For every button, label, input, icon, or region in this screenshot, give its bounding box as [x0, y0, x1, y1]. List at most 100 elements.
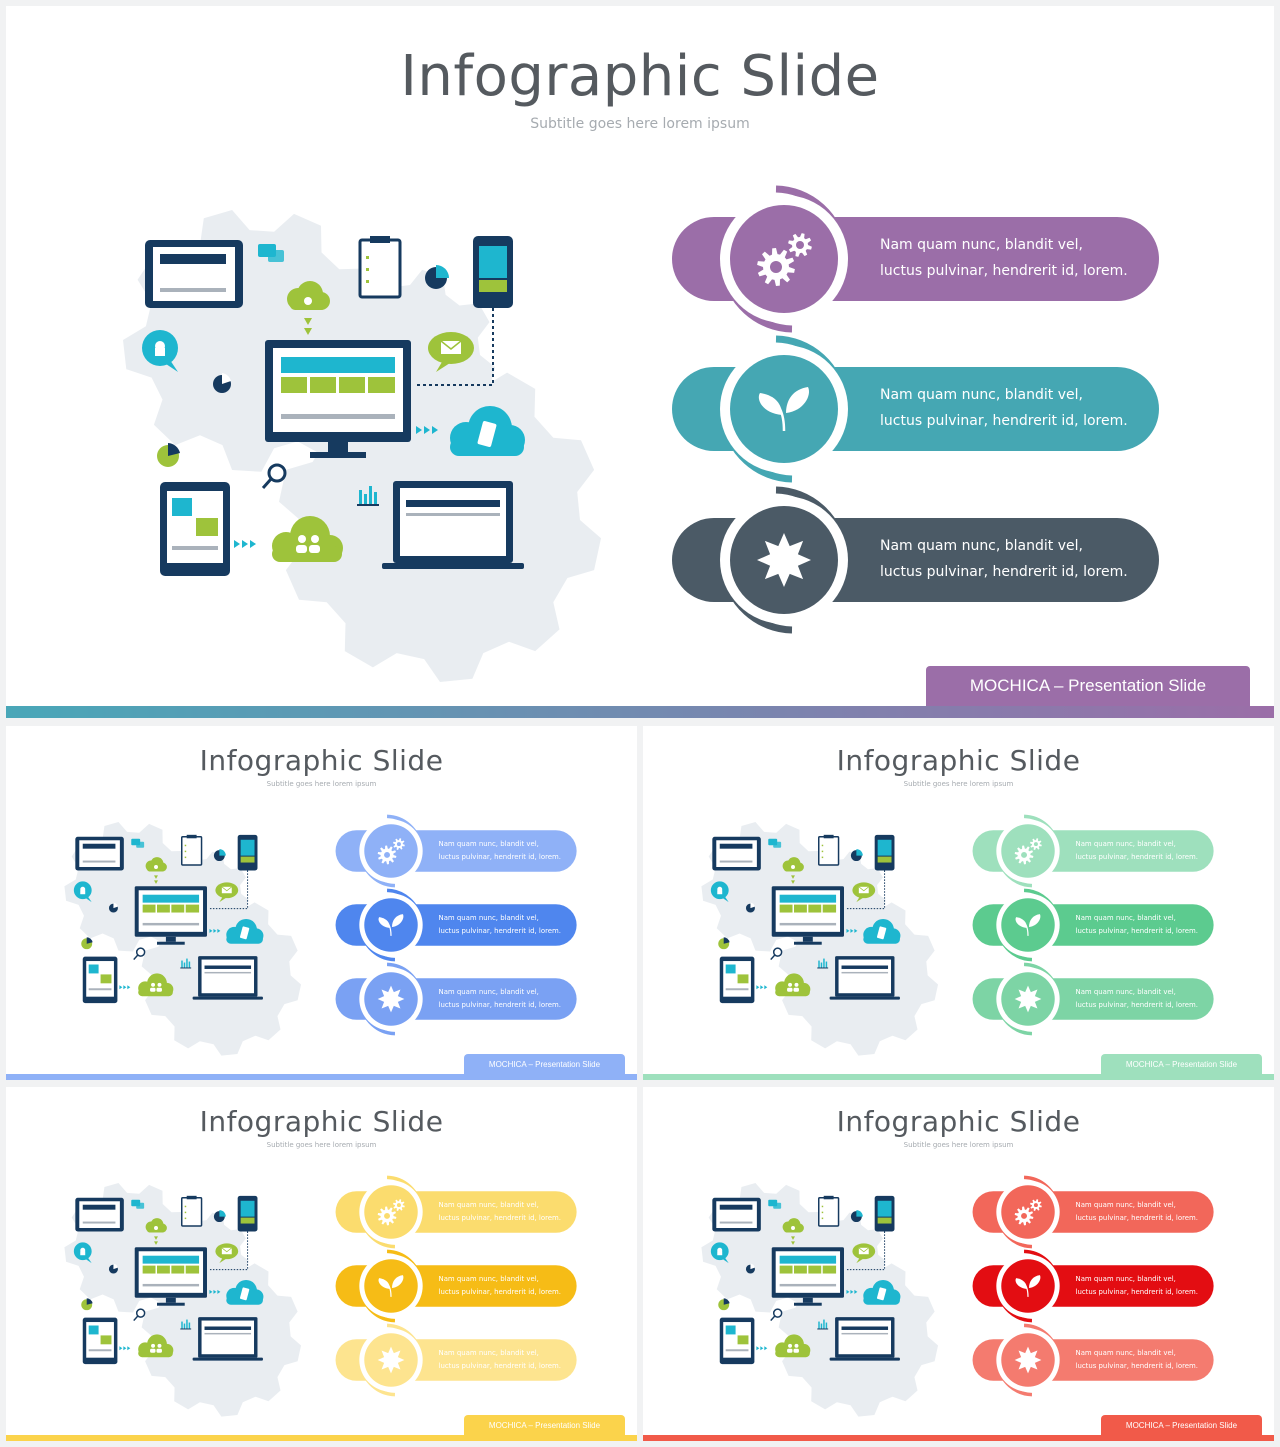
cloud-phone-icon [863, 1279, 901, 1305]
bar-chart-icon [817, 958, 829, 969]
laptop-icon [829, 1317, 900, 1361]
tablet-landscape-icon [145, 240, 243, 308]
footer-tab: MOCHICA – Presentation Slide [926, 666, 1250, 706]
info-band-1: Nam quam nunc, blandit vel, luctus pulvi… [972, 814, 1214, 888]
sun-icon [1014, 1346, 1042, 1374]
band-text-line2: luctus pulvinar, hendrerit id, lorem. [439, 1288, 561, 1296]
arrow-markers [119, 1289, 221, 1351]
pie-small-icon [745, 902, 755, 913]
band-text-line2: luctus pulvinar, hendrerit id, lorem. [439, 1362, 561, 1370]
connector-line [415, 308, 494, 386]
chat-bubble-icon [131, 1199, 145, 1209]
info-band-2: Nam quam nunc, blandit vel, luctus pulvi… [972, 1249, 1214, 1323]
band-text-line2: luctus pulvinar, hendrerit id, lorem. [880, 413, 1128, 429]
footer-tab: MOCHICA – Presentation Slide [1101, 1415, 1262, 1435]
band-text-line2: luctus pulvinar, hendrerit id, lorem. [439, 1214, 561, 1222]
pie-chart-icon [850, 1210, 863, 1223]
band-text-line2: luctus pulvinar, hendrerit id, lorem. [1076, 853, 1198, 861]
footer-tab: MOCHICA – Presentation Slide [464, 1415, 625, 1435]
chat-bubble-icon [768, 838, 782, 848]
info-band-1: Nam quam nunc, blandit vel, luctus pulvi… [335, 1175, 577, 1249]
infographic-art: Nam quam nunc, blandit vel, luctus pulvi… [123, 185, 1159, 682]
band-text-line1: Nam quam nunc, blandit vel, [1076, 1275, 1176, 1283]
cloud-phone-icon [863, 918, 901, 944]
band-text-line1: Nam quam nunc, blandit vel, [1076, 914, 1176, 922]
bottom-stripe [6, 1435, 637, 1441]
band-text-line1: Nam quam nunc, blandit vel, [880, 387, 1083, 403]
mail-chat-icon [215, 882, 239, 903]
connector-line [208, 870, 249, 910]
desktop-monitor-icon [134, 1247, 207, 1306]
cloud-settings-icon [145, 857, 167, 884]
lock-chat-icon [73, 1242, 92, 1264]
infographic-art: Nam quam nunc, blandit vel, luctus pulvi… [701, 814, 1214, 1056]
band-text-line2: luctus pulvinar, hendrerit id, lorem. [1076, 927, 1198, 935]
band-text-line2: luctus pulvinar, hendrerit id, lorem. [1076, 1001, 1198, 1009]
chat-bubble-icon [768, 1199, 782, 1209]
infographic-art: Nam quam nunc, blandit vel, luctus pulvi… [701, 1175, 1214, 1417]
band-text-line1: Nam quam nunc, blandit vel, [880, 237, 1083, 253]
clipboard-icon [181, 834, 203, 866]
pie-chart-lime-icon [157, 443, 180, 467]
band-text-line2: luctus pulvinar, hendrerit id, lorem. [1076, 1288, 1198, 1296]
cloud-phone-icon [450, 406, 525, 456]
gears-icon [757, 233, 812, 286]
footer-label: MOCHICA – Presentation Slide [488, 1420, 601, 1430]
leaf-icon [758, 387, 810, 432]
pie-small-icon [213, 373, 231, 393]
band-text-line1: Nam quam nunc, blandit vel, [439, 914, 539, 922]
clipboard-icon [358, 236, 402, 299]
bar-chart-icon [357, 486, 379, 506]
smartphone-icon [237, 1195, 258, 1232]
lock-chat-icon [142, 330, 178, 372]
band-text-line2: luctus pulvinar, hendrerit id, lorem. [439, 927, 561, 935]
lock-chat-icon [710, 1242, 729, 1264]
arrow-markers [234, 426, 438, 548]
band-text-line2: luctus pulvinar, hendrerit id, lorem. [439, 1001, 561, 1009]
sun-icon [1014, 985, 1042, 1013]
desktop-monitor-icon [134, 886, 207, 945]
arrow-markers [756, 928, 858, 990]
bar-chart-icon [180, 1319, 192, 1330]
tablet-landscape-icon [75, 836, 124, 871]
blue-slide: Infographic Slide Subtitle goes here lor… [6, 726, 637, 1080]
pie-chart-icon [850, 849, 863, 862]
band-text-line1: Nam quam nunc, blandit vel, [1076, 1201, 1176, 1209]
slide-subtitle: Subtitle goes here lorem ipsum [903, 1141, 1014, 1149]
mail-chat-icon [852, 1243, 876, 1264]
band-text-line1: Nam quam nunc, blandit vel, [1076, 1349, 1176, 1357]
magnifier-icon [133, 1308, 146, 1322]
info-band-2: Nam quam nunc, blandit vel, luctus pulvi… [672, 335, 1159, 483]
arrow-markers [756, 1289, 858, 1351]
cloud-users-icon [138, 1334, 174, 1358]
pie-small-icon [745, 1263, 755, 1274]
band-text-line1: Nam quam nunc, blandit vel, [1076, 840, 1176, 848]
pie-small-icon [108, 902, 118, 913]
smartphone-icon [874, 834, 895, 871]
gears-icon [377, 838, 405, 865]
leaf-icon [1015, 1275, 1041, 1297]
band-text-line2: luctus pulvinar, hendrerit id, lorem. [439, 853, 561, 861]
pie-chart-lime-icon [81, 937, 93, 950]
clipboard-icon [818, 834, 840, 866]
pie-chart-lime-icon [81, 1298, 93, 1311]
gears-icon [377, 1199, 405, 1226]
info-band-3: Nam quam nunc, blandit vel, luctus pulvi… [335, 962, 577, 1036]
green-slide: Infographic Slide Subtitle goes here lor… [643, 726, 1274, 1080]
footer-label: MOCHICA – Presentation Slide [1125, 1420, 1238, 1430]
cloud-settings-icon [287, 281, 330, 335]
slide-title: Infographic Slide [400, 44, 880, 109]
bottom-stripe [643, 1074, 1274, 1080]
band-text-line1: Nam quam nunc, blandit vel, [439, 1275, 539, 1283]
band-text-line1: Nam quam nunc, blandit vel, [439, 1201, 539, 1209]
connector-line [208, 1231, 249, 1271]
bottom-stripe [6, 1074, 637, 1080]
smartphone-icon [237, 834, 258, 871]
gears-icon [1014, 838, 1042, 865]
cloud-users-icon [138, 973, 174, 997]
slide-subtitle: Subtitle goes here lorem ipsum [530, 116, 750, 132]
red-slide: Infographic Slide Subtitle goes here lor… [643, 1087, 1274, 1441]
info-band-1: Nam quam nunc, blandit vel, luctus pulvi… [672, 185, 1159, 333]
tablet-portrait-icon [719, 1317, 755, 1365]
band-text-line1: Nam quam nunc, blandit vel, [1076, 988, 1176, 996]
